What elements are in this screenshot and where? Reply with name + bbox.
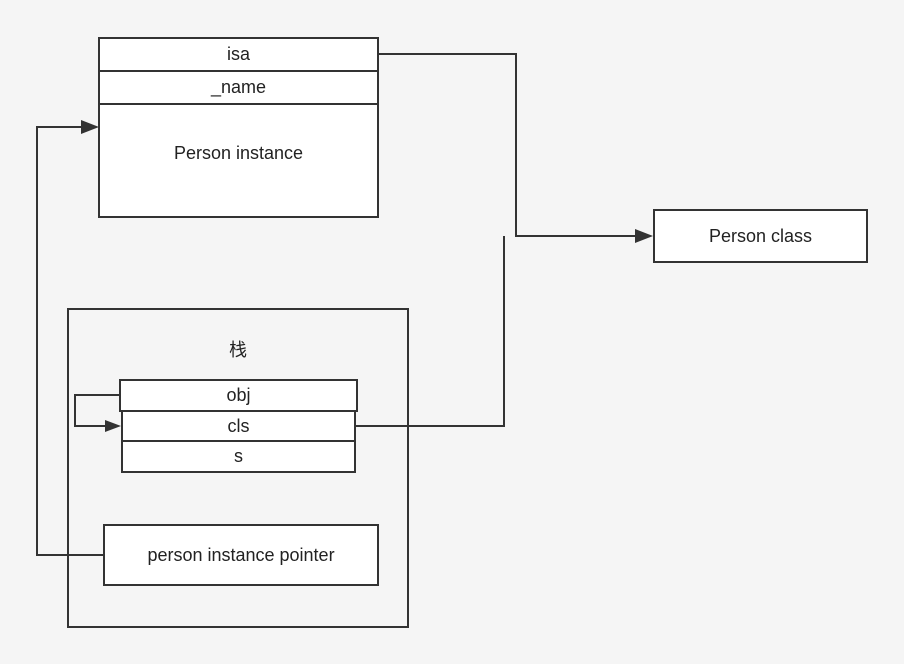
- isa-to-class-connector: [379, 53, 640, 237]
- stack-cls-field: cls: [121, 410, 356, 442]
- class-arrowhead: [635, 229, 653, 243]
- s-label: s: [234, 446, 243, 466]
- stack-s-field: s: [121, 440, 356, 473]
- person-instance-name-field: _name: [98, 70, 379, 105]
- cls-label: cls: [227, 415, 250, 436]
- name-label: _name: [210, 77, 267, 97]
- pointer-label: person instance pointer: [147, 544, 335, 565]
- stack-title-text: 栈: [229, 340, 247, 360]
- person-class-title: Person class: [708, 225, 813, 246]
- instance-arrowhead: [81, 120, 99, 134]
- obj-label: obj: [226, 385, 251, 405]
- person-instance-title: Person instance: [173, 143, 304, 163]
- person-instance-pointer-box: person instance pointer: [103, 524, 379, 586]
- stack-obj-field: obj: [119, 379, 358, 412]
- person-instance-body: Person instance: [98, 103, 379, 218]
- person-instance-isa-field: isa: [98, 37, 379, 72]
- stack-title: 栈: [67, 336, 409, 362]
- person-class-box: Person class: [653, 209, 868, 263]
- isa-label: isa: [226, 44, 250, 64]
